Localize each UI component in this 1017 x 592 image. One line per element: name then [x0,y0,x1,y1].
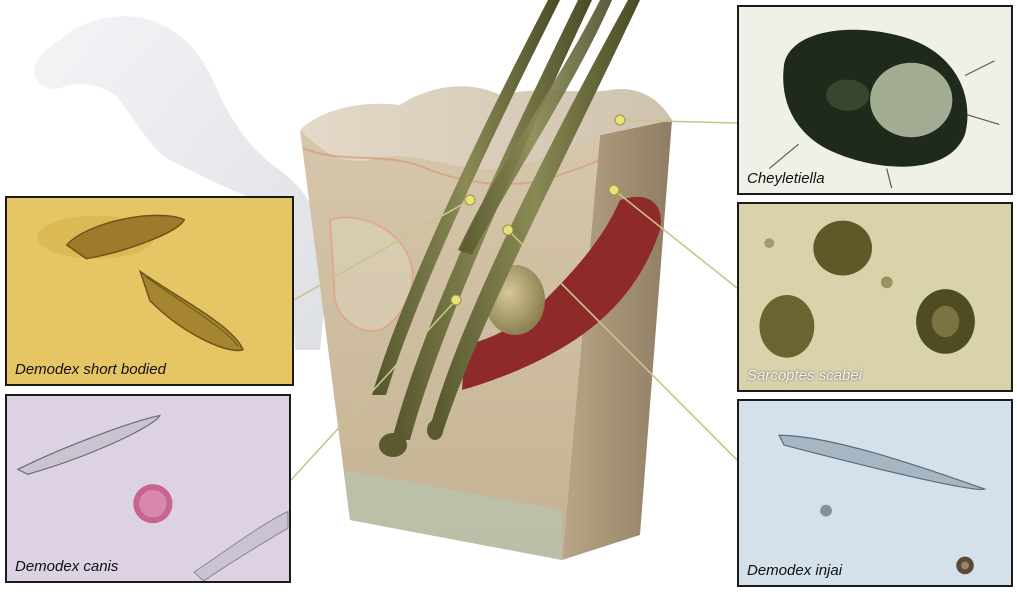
cheyletiella-micrograph [739,7,1011,193]
demodex-injai-micrograph [739,401,1011,585]
panel-cheyletiella: Cheyletiella [737,5,1013,195]
panel-demodex-canis: Demodex canis [5,394,291,583]
panel-demodex-injai: Demodex injai [737,399,1013,587]
panel-label-demodex-short-bodied: Demodex short bodied [15,361,166,378]
panel-label-demodex-injai: Demodex injai [747,562,842,579]
pointer-dot-sarcoptes [609,185,619,195]
hair-bulb-2 [427,420,443,440]
sarcoptes-micrograph [739,204,1011,390]
hair-bulb-1 [379,433,407,457]
demodex-canis-micrograph [7,396,289,581]
pointer-dot-demodex-short [465,195,475,205]
panel-sarcoptes-scabei: Sarcoptes scabei [737,202,1013,392]
panel-label-sarcoptes-scabei: Sarcoptes scabei [747,367,862,384]
pointer-dot-demodex-canis [451,295,461,305]
panel-label-cheyletiella: Cheyletiella [747,170,825,187]
panel-demodex-short-bodied: Demodex short bodied [5,196,294,386]
pointer-dot-cheyletiella [615,115,625,125]
pointer-dot-demodex-injai [503,225,513,235]
demodex-short-micrograph [7,198,292,384]
panel-label-demodex-canis: Demodex canis [15,558,118,575]
